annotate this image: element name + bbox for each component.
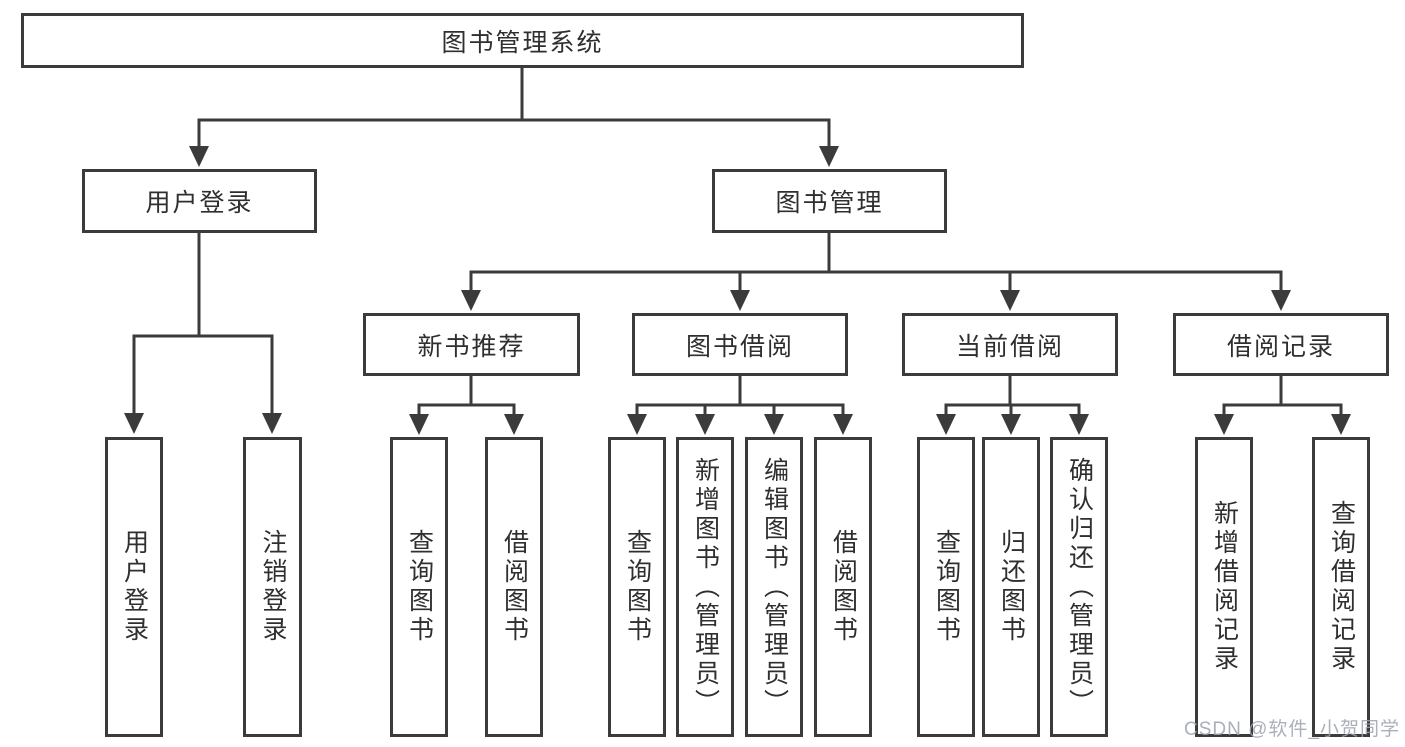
leaf-user-login-label: 用户登录 bbox=[120, 529, 149, 645]
connector-book-borrow-to-leaves bbox=[635, 374, 845, 416]
leaf-query-books-1: 查询图书 bbox=[390, 437, 448, 737]
arrow-down-icon bbox=[504, 414, 524, 435]
connector-book-management-to-level3 bbox=[469, 231, 1283, 292]
leaf-query-books-2-label: 查询图书 bbox=[623, 529, 652, 645]
node-book-borrow: 图书借阅 bbox=[632, 313, 848, 376]
arrowheads bbox=[124, 146, 1351, 435]
node-new-book-recommend-label: 新书推荐 bbox=[417, 332, 526, 361]
connector-root-to-level2 bbox=[197, 66, 831, 149]
arrow-down-icon bbox=[695, 414, 715, 435]
leaf-return-book: 归还图书 bbox=[982, 437, 1040, 737]
arrow-down-icon bbox=[1331, 414, 1351, 435]
leaf-query-books-1-label: 查询图书 bbox=[405, 529, 434, 645]
leaf-logout: 注销登录 bbox=[243, 437, 302, 737]
leaf-edit-book-admin-label: 编辑图书（管理员） bbox=[760, 456, 789, 718]
arrow-down-icon bbox=[1069, 414, 1089, 435]
leaf-user-login: 用户登录 bbox=[105, 437, 163, 737]
leaf-add-borrow-record-label: 新增借阅记录 bbox=[1210, 500, 1239, 674]
node-user-login: 用户登录 bbox=[82, 169, 317, 233]
node-borrow-records: 借阅记录 bbox=[1173, 313, 1389, 376]
arrow-down-icon bbox=[409, 414, 429, 435]
arrow-down-icon bbox=[1214, 414, 1234, 435]
leaf-add-borrow-record: 新增借阅记录 bbox=[1195, 437, 1253, 737]
leaf-query-books-2: 查询图书 bbox=[608, 437, 666, 737]
arrow-down-icon bbox=[461, 290, 481, 311]
leaf-logout-label: 注销登录 bbox=[259, 529, 287, 645]
arrow-down-icon bbox=[262, 413, 282, 434]
node-book-borrow-label: 图书借阅 bbox=[685, 332, 794, 361]
node-current-borrow: 当前借阅 bbox=[902, 313, 1118, 376]
arrow-down-icon bbox=[189, 146, 209, 167]
leaf-query-borrow-record-label: 查询借阅记录 bbox=[1327, 500, 1356, 674]
arrow-down-icon bbox=[1001, 414, 1021, 435]
leaf-query-books-3: 查询图书 bbox=[917, 437, 975, 737]
arrow-down-icon bbox=[730, 290, 750, 311]
node-user-login-label: 用户登录 bbox=[145, 189, 254, 217]
connector-user-login-to-leaves bbox=[132, 231, 274, 415]
arrow-down-icon bbox=[764, 414, 784, 435]
node-root: 图书管理系统 bbox=[21, 13, 1024, 68]
leaf-return-book-label: 归还图书 bbox=[997, 529, 1026, 645]
leaf-confirm-return-admin: 确认归还（管理员） bbox=[1050, 437, 1108, 737]
arrow-down-icon bbox=[1000, 290, 1020, 311]
leaf-add-book-admin-label: 新增图书（管理员） bbox=[691, 456, 720, 718]
node-current-borrow-label: 当前借阅 bbox=[955, 332, 1064, 361]
leaf-borrow-books-2-label: 借阅图书 bbox=[829, 529, 858, 645]
node-new-book-recommend: 新书推荐 bbox=[363, 313, 580, 376]
node-borrow-records-label: 借阅记录 bbox=[1226, 332, 1335, 361]
leaf-add-book-admin: 新增图书（管理员） bbox=[676, 437, 734, 737]
leaf-borrow-books-1-label: 借阅图书 bbox=[500, 529, 529, 645]
arrow-down-icon bbox=[1271, 290, 1291, 311]
leaf-borrow-books-1: 借阅图书 bbox=[485, 437, 543, 737]
leaf-query-books-3-label: 查询图书 bbox=[932, 529, 961, 645]
csdn-watermark: CSDN @软件_小贺同学 bbox=[1184, 719, 1400, 740]
node-book-management: 图书管理 bbox=[712, 169, 947, 233]
leaf-query-borrow-record: 查询借阅记录 bbox=[1312, 437, 1370, 737]
leaf-confirm-return-admin-label: 确认归还（管理员） bbox=[1065, 456, 1094, 718]
connector-current-borrow-to-leaves bbox=[944, 374, 1081, 416]
leaf-borrow-books-2: 借阅图书 bbox=[814, 437, 872, 737]
node-root-label: 图书管理系统 bbox=[441, 28, 604, 57]
arrow-down-icon bbox=[819, 146, 839, 167]
arrow-down-icon bbox=[124, 413, 144, 434]
node-book-management-label: 图书管理 bbox=[775, 189, 884, 217]
connector-new-book-to-leaves bbox=[417, 374, 516, 416]
leaf-edit-book-admin: 编辑图书（管理员） bbox=[745, 437, 803, 737]
connector-borrow-records-to-leaves bbox=[1222, 374, 1343, 416]
arrow-down-icon bbox=[627, 414, 647, 435]
arrow-down-icon bbox=[936, 414, 956, 435]
arrow-down-icon bbox=[833, 414, 853, 435]
